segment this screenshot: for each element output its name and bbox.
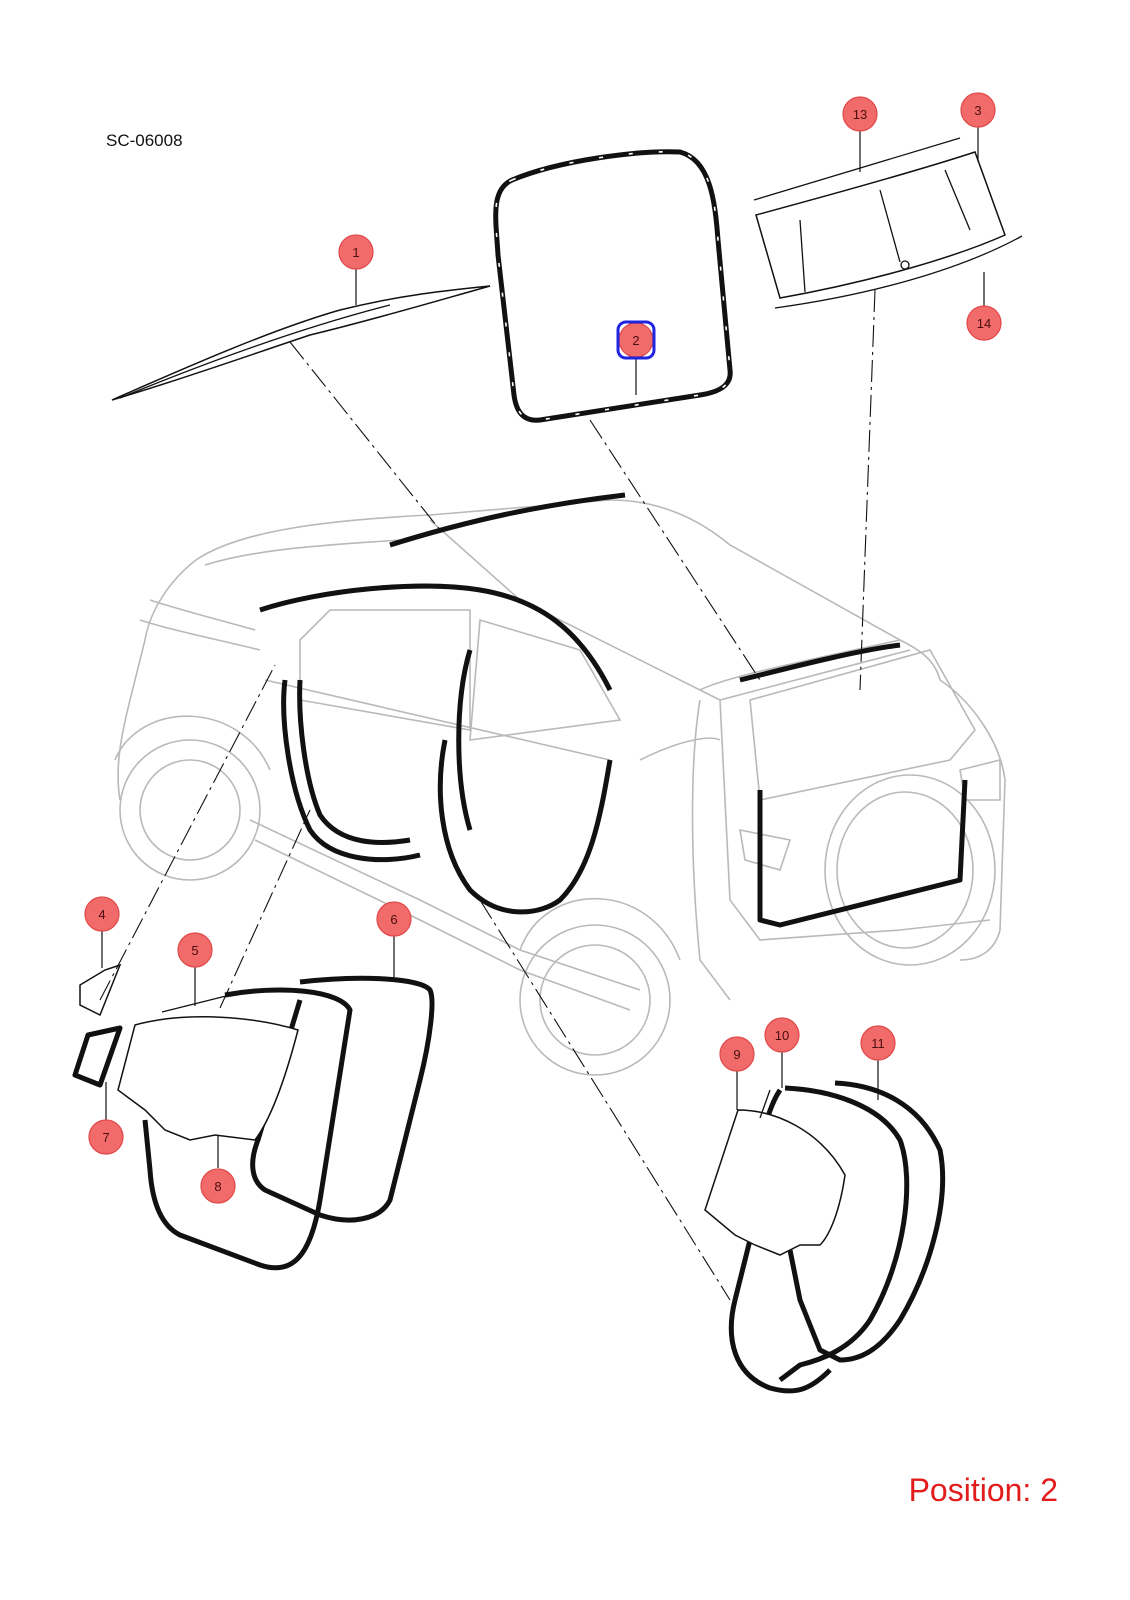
assembly-lines (99, 289, 876, 1301)
callout-label: 11 (871, 1036, 885, 1051)
callout-label: 4 (98, 907, 105, 922)
part-rear-door (704, 1080, 946, 1394)
callout-label: 8 (214, 1179, 221, 1194)
callout-2[interactable]: 2 (616, 320, 656, 360)
callout-13[interactable]: 13 (842, 96, 878, 132)
callout-9[interactable]: 9 (719, 1036, 755, 1072)
callout-8[interactable]: 8 (200, 1168, 236, 1204)
callout-bubble (84, 896, 120, 932)
vehicle-seals (259, 492, 968, 928)
callout-3[interactable]: 3 (960, 92, 996, 128)
callout-5[interactable]: 5 (177, 932, 213, 968)
callout-bubble (719, 1036, 755, 1072)
callout-label: 5 (191, 943, 198, 958)
callout-14[interactable]: 14 (966, 305, 1002, 341)
callout-bubble (764, 1017, 800, 1053)
callout-bubble (860, 1025, 896, 1061)
callout-6[interactable]: 6 (376, 901, 412, 937)
diagram-code: SC-06008 (106, 131, 183, 150)
callout-bubble (960, 92, 996, 128)
callout-1[interactable]: 1 (338, 234, 374, 270)
callout-bubble (200, 1168, 236, 1204)
callout-label: 6 (390, 912, 397, 927)
callout-label: 9 (733, 1047, 740, 1062)
callout-label: 2 (632, 333, 639, 348)
part-front-door (117, 975, 435, 1271)
part-roof-molding (111, 285, 491, 401)
callout-label: 7 (102, 1130, 109, 1145)
callout-label: 14 (977, 316, 991, 331)
callout-label: 13 (853, 107, 867, 122)
callout-bubble (338, 234, 374, 270)
vehicle-outline (114, 499, 1006, 1076)
part-backdoor-seal (493, 149, 733, 423)
part-quarter-glass (72, 963, 123, 1088)
leader-lines (101, 126, 985, 1168)
part-windshield (753, 137, 1023, 309)
callout-4[interactable]: 4 (84, 896, 120, 932)
callout-bubble (88, 1119, 124, 1155)
callout-bubble (842, 96, 878, 132)
callout-label: 10 (775, 1028, 789, 1043)
callout-label: 1 (352, 245, 359, 260)
position-indicator: Position: 2 (908, 1472, 1058, 1508)
callout-7[interactable]: 7 (88, 1119, 124, 1155)
callout-label: 3 (974, 103, 981, 118)
callout-bubble (966, 305, 1002, 341)
selection-highlight (616, 320, 656, 360)
callout-10[interactable]: 10 (764, 1017, 800, 1053)
callout-bubble (376, 901, 412, 937)
callout-bubble (177, 932, 213, 968)
callout-11[interactable]: 11 (860, 1025, 896, 1061)
